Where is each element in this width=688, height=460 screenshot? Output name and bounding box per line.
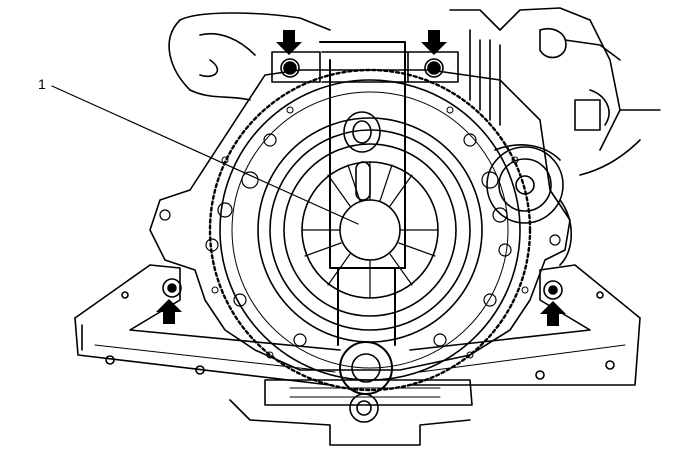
transmission-housing-outline: [149, 69, 571, 371]
callout-leader-line: [51, 85, 359, 225]
engine-block-outline: [168, 7, 661, 266]
arrow-up-icon: [540, 301, 566, 326]
mounting-bolts: [162, 61, 563, 300]
lower-left-bolt: [162, 278, 182, 298]
lower-right-bolt: [543, 280, 563, 300]
support-frame: [74, 264, 641, 386]
diaphragm-spring-fingers: [301, 161, 439, 299]
top-left-bolt: [283, 61, 297, 75]
arrow-up-icon: [156, 299, 182, 324]
right-pulley: [486, 144, 564, 224]
slotted-adjusting-bar: [264, 379, 473, 423]
lower-housing-outline: [229, 399, 471, 446]
arrow-down-icon: [276, 30, 302, 55]
pressure-plate-bolts: [159, 133, 561, 347]
clutch-pressure-plate: [257, 117, 483, 343]
flywheel-holes: [211, 106, 529, 359]
callout-label-1: 1: [38, 76, 46, 92]
arrow-down-icon: [421, 30, 447, 55]
counter-holding-tool: [271, 41, 459, 395]
top-right-bolt: [427, 61, 441, 75]
